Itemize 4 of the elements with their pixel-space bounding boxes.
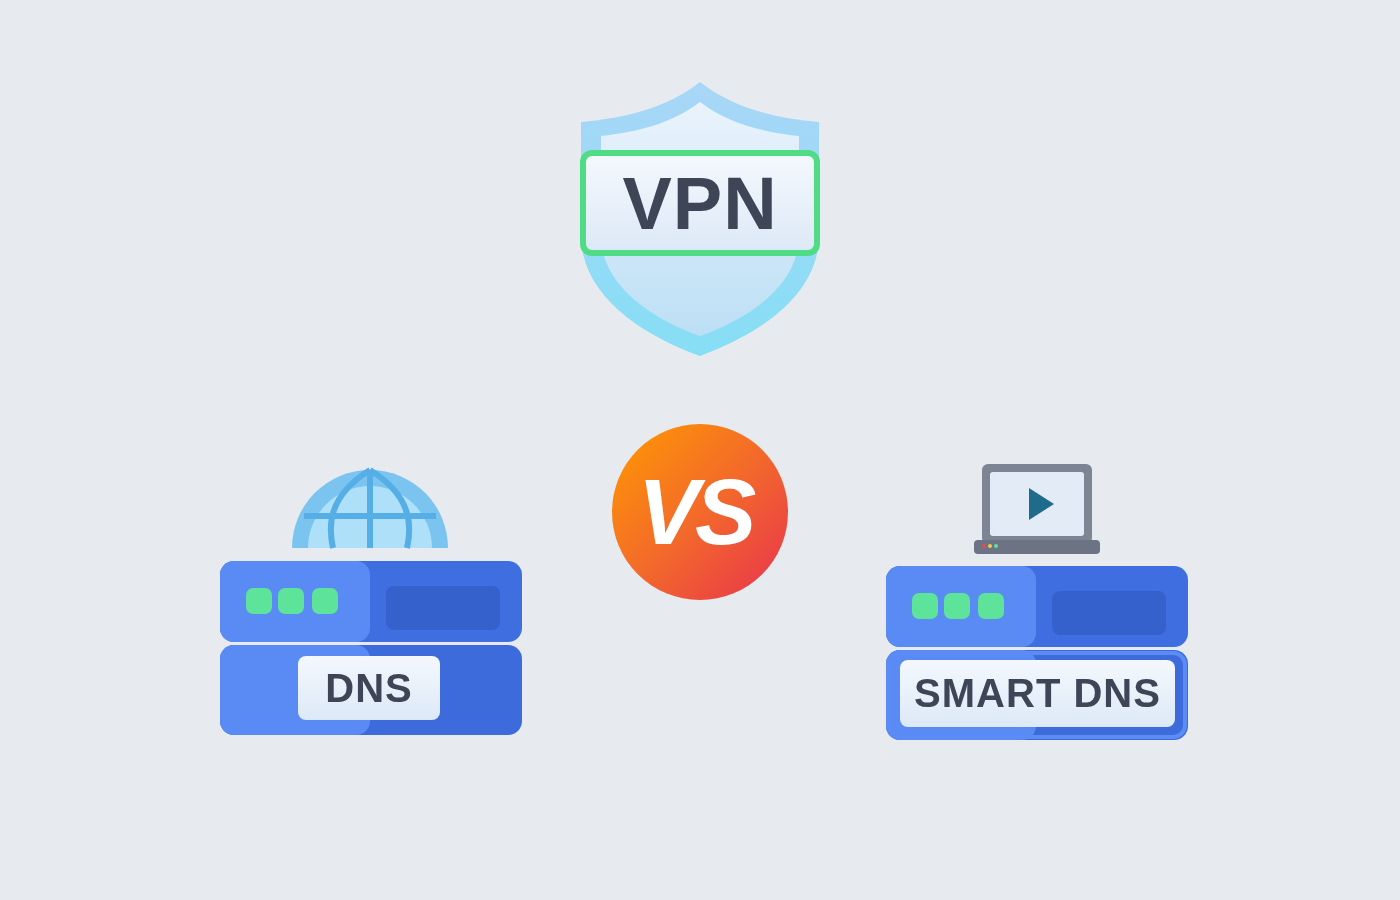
vs-text: VS <box>636 459 755 565</box>
vpn-label: VPN <box>580 150 820 256</box>
smart-dns-label: SMART DNS <box>900 660 1175 727</box>
dns-label: DNS <box>298 656 440 720</box>
